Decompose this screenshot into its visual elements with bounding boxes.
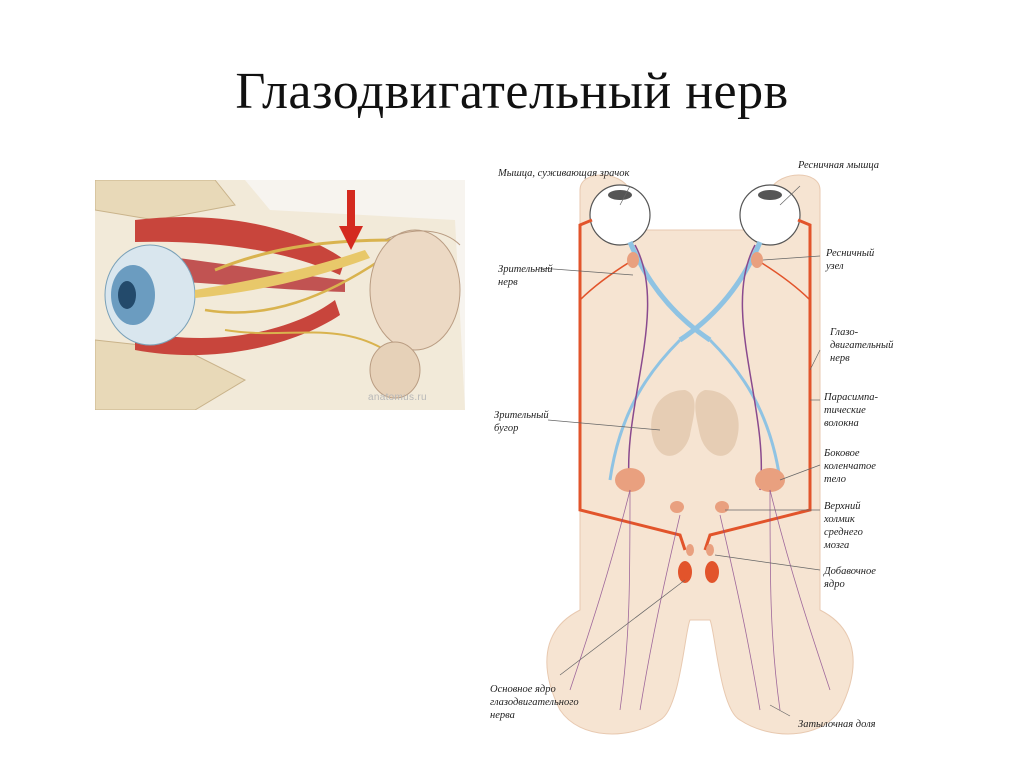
- label-accessory-2: ядро: [823, 579, 845, 590]
- label-thalamus-2: бугор: [494, 423, 518, 434]
- label-lgb-2: коленчатое: [824, 461, 876, 472]
- label-main-nucleus-3: нерва: [490, 710, 515, 721]
- label-optic-nerve-2: нерв: [498, 277, 518, 288]
- label-ciliary-muscle: Ресничная мышца: [797, 160, 879, 171]
- label-colliculus-3: среднего: [824, 527, 863, 538]
- main-nucleus-left: [678, 561, 692, 583]
- label-oculomotor-1: Глазо-: [829, 327, 859, 338]
- left-eye: [589, 184, 651, 246]
- label-main-nucleus-2: глазодвигательного: [490, 697, 579, 708]
- label-main-nucleus-1: Основное ядро: [490, 684, 556, 695]
- label-parasym-3: волокна: [824, 418, 859, 429]
- ciliary-ganglion-left: [627, 252, 639, 268]
- label-thalamus-1: Зрительный: [494, 410, 549, 421]
- label-colliculus-2: холмик: [823, 514, 855, 525]
- label-lgb-3: тело: [824, 474, 846, 485]
- colliculus-left: [670, 501, 684, 513]
- label-pupil-muscle: Мышца, суживающая зрачок: [497, 168, 629, 179]
- thalamus-right: [695, 390, 739, 456]
- lgb-right: [755, 468, 785, 492]
- orbit-anatomy-drawing: [94, 179, 465, 411]
- label-colliculus-4: мозга: [823, 540, 849, 551]
- label-lgb-1: Боковое: [823, 448, 860, 459]
- label-oculomotor-2: двигательный: [830, 340, 894, 351]
- label-parasym-2: тические: [824, 405, 866, 416]
- label-ciliary-ganglion-1: Ресничный: [825, 248, 875, 259]
- label-parasym-1: Парасимпа-: [823, 392, 878, 403]
- colliculus-right: [715, 501, 729, 513]
- ciliary-ganglion-right: [751, 252, 763, 268]
- label-colliculus-1: Верхний: [824, 501, 861, 512]
- red-arrow-icon: [339, 190, 363, 250]
- label-ciliary-ganglion-2: узел: [825, 261, 844, 272]
- lgb-left: [615, 468, 645, 492]
- thalamus-left: [651, 390, 695, 456]
- brain-outline: [546, 174, 854, 735]
- slide-title: Глазодвигательный нерв: [235, 63, 789, 120]
- label-optic-nerve-1: Зрительный: [498, 264, 553, 275]
- orbit-anatomy-illustration: [94, 179, 465, 411]
- label-accessory-1: Добавочное: [823, 566, 876, 577]
- label-oculomotor-3: нерв: [830, 353, 850, 364]
- watermark: anatomus.ru: [368, 392, 427, 403]
- pupillary-pathway-diagram: Мышца, суживающая зрачок Ресничная мышца…: [480, 150, 920, 750]
- main-nucleus-right: [705, 561, 719, 583]
- label-occipital: Затылочная доля: [798, 719, 876, 730]
